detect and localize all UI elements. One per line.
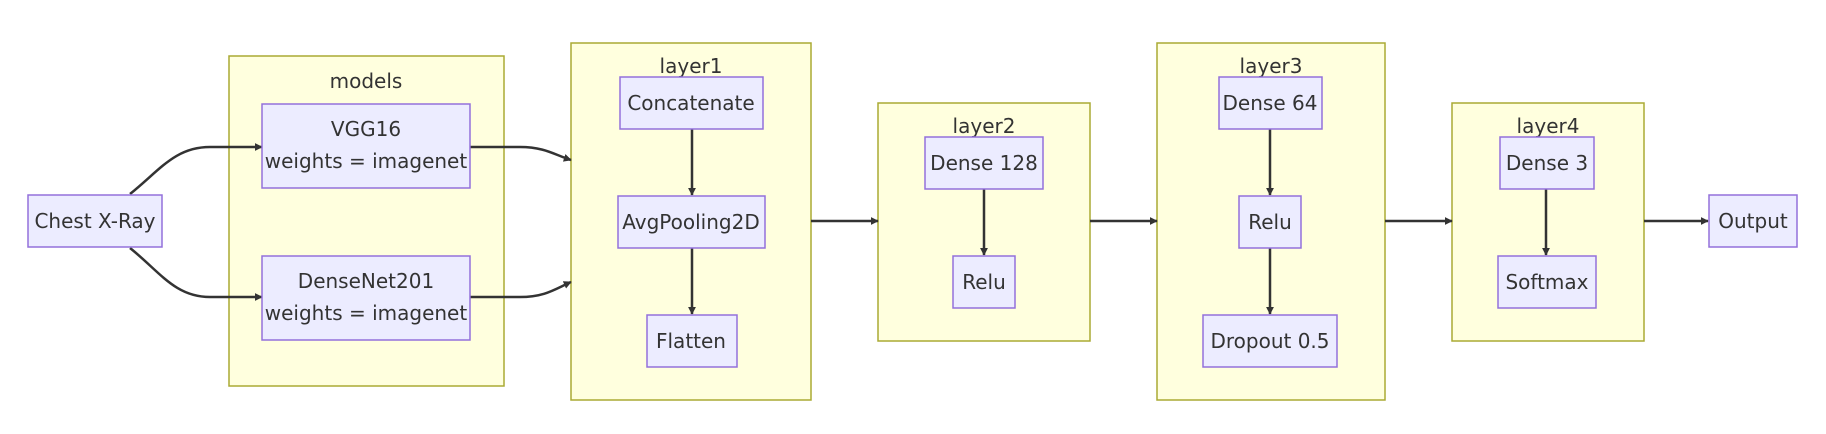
node-flatten: Flatten (646, 314, 738, 368)
node-dense128-label: Dense 128 (930, 151, 1038, 175)
node-densenet201-box (261, 255, 471, 341)
node-concatenate-label: Concatenate (627, 91, 754, 115)
edges (129, 129, 1709, 315)
node-densenet201-weights: weights = imagenet (265, 301, 468, 325)
node-concatenate-box (619, 76, 764, 130)
group-layer2-label: layer2 (953, 114, 1016, 138)
node-relu-layer2-label: Relu (962, 270, 1006, 294)
node-dense128-box (924, 136, 1044, 190)
node-relu-layer2: Relu (952, 255, 1016, 309)
node-concatenate: Concatenate (619, 76, 764, 130)
node-chest-xray-label: Chest X-Ray (34, 209, 155, 233)
node-avgpooling2d: AvgPooling2D (617, 195, 766, 249)
node-dense128: Dense 128 (924, 136, 1044, 190)
edge-input-densenet (129, 247, 263, 301)
node-flatten-box (646, 314, 738, 368)
node-dropout-label: Dropout 0.5 (1210, 329, 1329, 353)
node-dense64: Dense 64 (1218, 76, 1323, 130)
group-layer4-label: layer4 (1517, 114, 1580, 138)
group-models-label: models (330, 69, 403, 93)
node-dense3: Dense 3 (1499, 136, 1595, 190)
node-vgg16-box (261, 103, 471, 189)
node-flatten-label: Flatten (656, 329, 726, 353)
node-dense3-label: Dense 3 (1506, 151, 1588, 175)
node-vgg16-weights: weights = imagenet (265, 149, 468, 173)
node-softmax: Softmax (1497, 255, 1597, 309)
edge-input-vgg16 (129, 143, 263, 195)
node-densenet201-title: DenseNet201 (298, 269, 434, 293)
node-softmax-label: Softmax (1505, 270, 1588, 294)
node-vgg16: VGG16 weights = imagenet (261, 103, 471, 189)
node-chest-xray: Chest X-Ray (27, 194, 163, 248)
node-output-label: Output (1718, 209, 1788, 233)
node-output: Output (1708, 194, 1798, 248)
node-densenet201: DenseNet201 weights = imagenet (261, 255, 471, 341)
node-softmax-box (1497, 255, 1597, 309)
node-vgg16-title: VGG16 (331, 117, 401, 141)
node-dense3-box (1499, 136, 1595, 190)
node-avgpooling2d-label: AvgPooling2D (622, 210, 759, 234)
edge-vgg16-layer1 (470, 145, 572, 162)
node-dense64-box (1218, 76, 1323, 130)
node-chest-xray-box (27, 194, 163, 248)
node-output-box (1708, 194, 1798, 248)
group-layer1-label: layer1 (660, 54, 723, 78)
group-layer3-label: layer3 (1240, 54, 1303, 78)
node-dropout: Dropout 0.5 (1202, 314, 1338, 368)
node-dropout-box (1202, 314, 1338, 368)
edge-densenet-layer1 (470, 280, 572, 299)
node-relu-layer3: Relu (1238, 195, 1302, 249)
node-avgpooling2d-box (617, 195, 766, 249)
node-relu-layer3-box (1238, 195, 1302, 249)
node-dense64-label: Dense 64 (1223, 91, 1318, 115)
node-relu-layer2-box (952, 255, 1016, 309)
node-relu-layer3-label: Relu (1248, 210, 1292, 234)
